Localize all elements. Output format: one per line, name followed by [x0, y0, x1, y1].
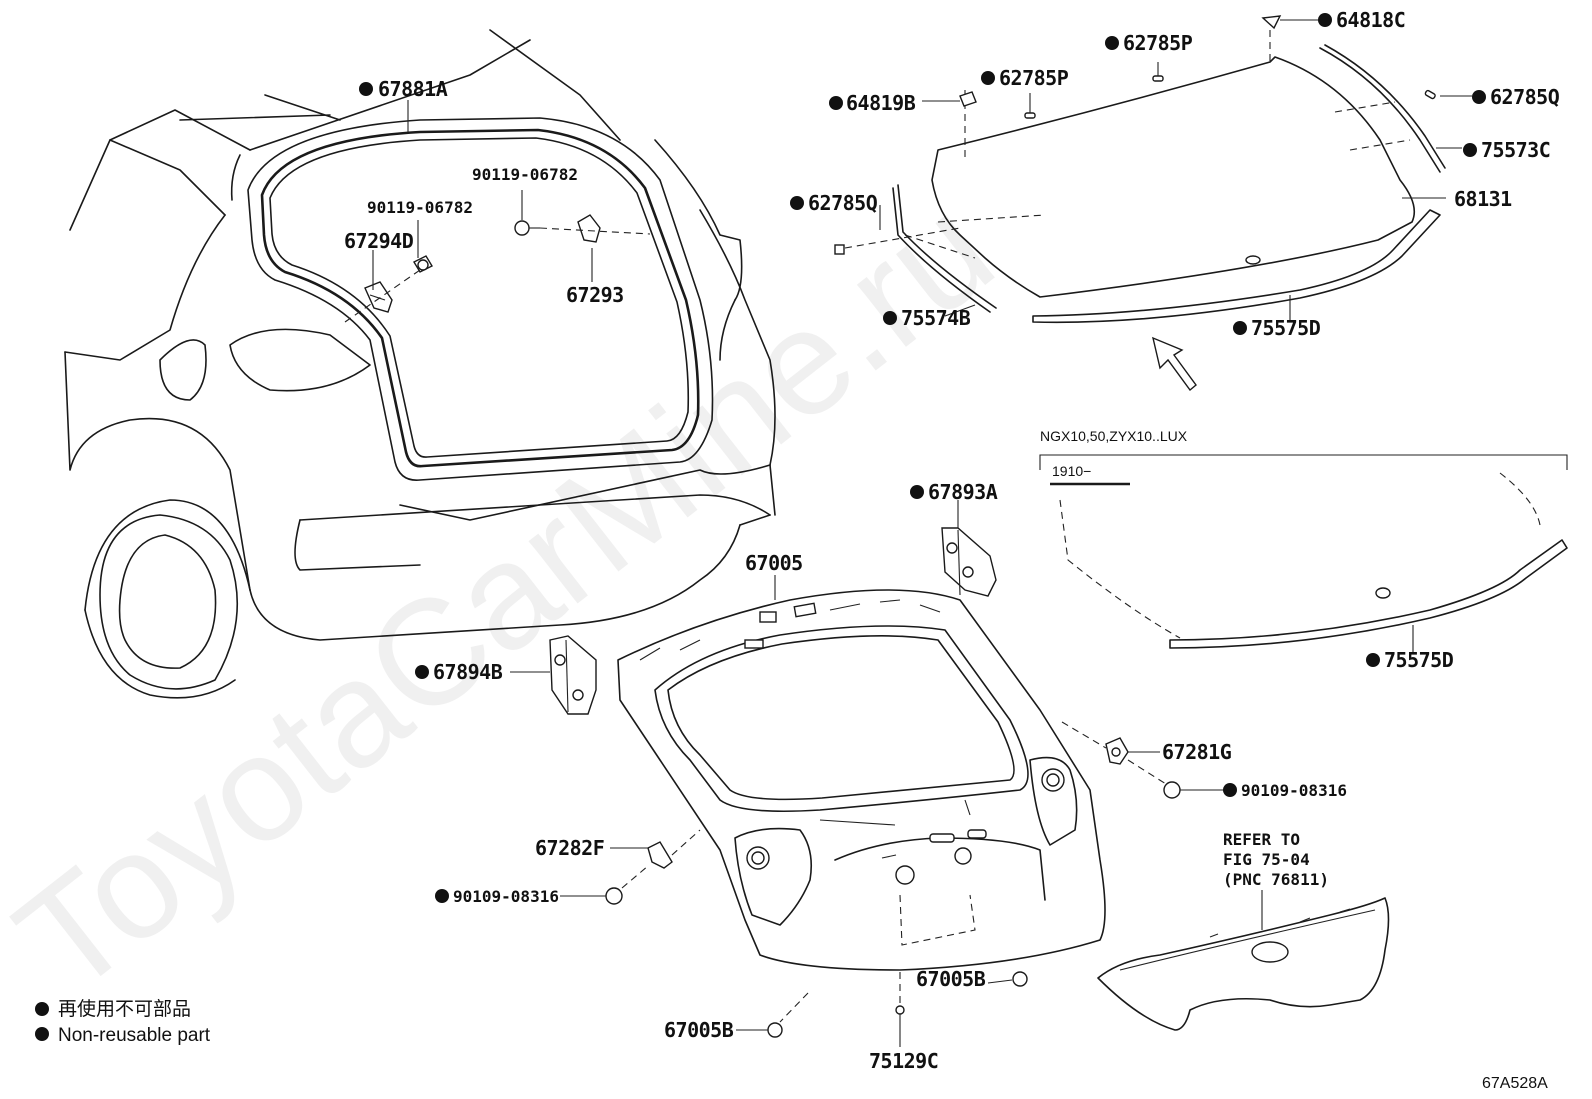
spacer-62785Q-left	[834, 244, 845, 255]
bracket-67294D	[364, 281, 393, 313]
clip-64819B	[959, 91, 977, 107]
hinge-67894B	[549, 635, 597, 715]
legend-jp: 再使用不可部品	[58, 998, 191, 1020]
moulding-75574B	[892, 184, 997, 313]
label-62785Q-left: 62785Q	[808, 191, 878, 215]
label-64818C: 64818C	[1336, 8, 1405, 32]
bolt-90119-right	[514, 220, 540, 236]
moulding-75575D-upper	[1032, 209, 1441, 324]
variant-model: NGX10,50,ZYX10..LUX	[1040, 428, 1188, 444]
label-75574B: 75574B	[901, 306, 971, 330]
refer-line-1: REFER TO	[1223, 830, 1300, 849]
legend-en: Non-reusable part	[58, 1025, 211, 1046]
emblem-75129C	[895, 1005, 905, 1047]
spacer-62785Q-right	[1424, 89, 1436, 100]
label-67282F: 67282F	[535, 836, 604, 860]
label-75573C: 75573C	[1481, 138, 1550, 162]
plug-67005B-right	[987, 971, 1028, 987]
label-62785P-top: 62785P	[1123, 31, 1193, 55]
back-door-panel-67005	[617, 589, 1106, 971]
label-75575D-upper: 75575D	[1251, 316, 1321, 340]
label-90109-08316-left: 90109-08316	[453, 887, 559, 906]
view-arrow	[1152, 336, 1197, 392]
label-90109-08316-right: 90109-08316	[1241, 781, 1347, 800]
spacer-62785P-mid	[1024, 93, 1036, 119]
back-glass-68131	[904, 30, 1416, 298]
label-67005: 67005	[745, 551, 803, 575]
bolt-90109-right	[1163, 781, 1225, 799]
bolt-90109-left	[560, 887, 623, 905]
legend: 再使用不可部品 Non-reusable part	[35, 998, 211, 1046]
label-75575D-lower: 75575D	[1384, 648, 1454, 672]
label-67281G: 67281G	[1162, 740, 1232, 764]
label-68131: 68131	[1454, 187, 1512, 211]
vehicle-rear-illustration	[64, 29, 776, 699]
label-62785Q-right: 62785Q	[1490, 85, 1560, 109]
variant-box: NGX10,50,ZYX10..LUX 1910− 75575D	[1039, 428, 1568, 672]
label-62785P-mid: 62785P	[999, 66, 1069, 90]
bracket-67293	[577, 214, 601, 243]
label-75129C: 75129C	[869, 1049, 938, 1073]
bolt-90119-left	[413, 255, 433, 273]
label-67894B: 67894B	[433, 660, 503, 684]
figure-id: 67A528A	[1482, 1075, 1548, 1092]
refer-line-2: FIG 75-04	[1223, 850, 1310, 869]
moulding-75573C	[1319, 44, 1446, 173]
stopper-67281G	[1105, 737, 1129, 765]
refer-line-3: (PNC 76811)	[1223, 870, 1329, 889]
clip-64818C	[1261, 15, 1282, 30]
label-90119-06782-left: 90119-06782	[367, 198, 473, 217]
stopper-67282F	[647, 841, 673, 869]
garnish-reference-part	[1097, 890, 1390, 1031]
label-64819B: 64819B	[846, 91, 916, 115]
label-67294D: 67294D	[344, 229, 414, 253]
variant-date: 1910−	[1052, 463, 1091, 479]
label-67881A: 67881A	[378, 77, 448, 101]
label-67005B-right: 67005B	[916, 967, 986, 991]
label-67005B-left: 67005B	[664, 1018, 734, 1042]
label-90119-06782-right: 90119-06782	[472, 165, 578, 184]
hinge-67893A	[941, 527, 997, 597]
label-67293: 67293	[566, 283, 624, 307]
label-67893A: 67893A	[928, 480, 998, 504]
plug-67005B-left	[736, 1022, 783, 1038]
spacer-62785P-top	[1152, 62, 1164, 82]
